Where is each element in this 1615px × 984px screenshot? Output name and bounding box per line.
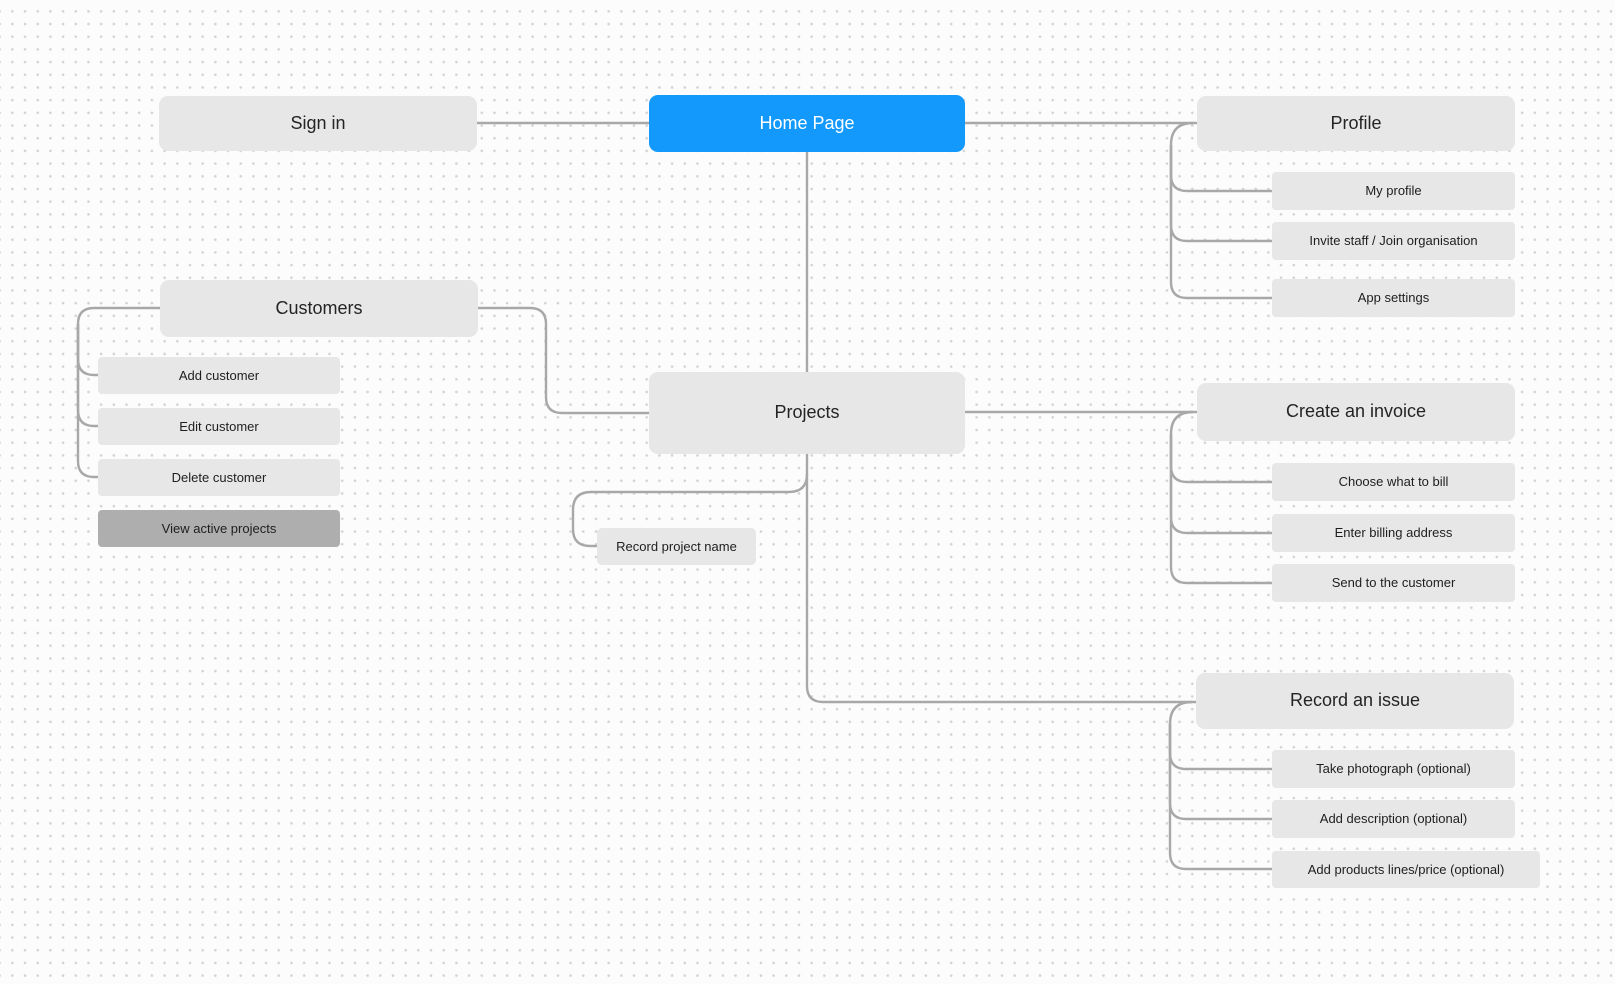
node-view-active-projects[interactable]: View active projects: [98, 510, 340, 547]
node-customers[interactable]: Customers: [160, 280, 478, 337]
node-record-project-name-label: Record project name: [616, 538, 737, 554]
node-record-an-issue[interactable]: Record an issue: [1196, 673, 1514, 729]
node-profile[interactable]: Profile: [1197, 96, 1515, 151]
connector-invoice-send: [1169, 434, 1272, 585]
node-projects-label: Projects: [774, 402, 840, 423]
node-home-page[interactable]: Home Page: [649, 95, 965, 152]
node-app-settings-label: App settings: [1357, 290, 1430, 306]
node-enter-billing-address[interactable]: Enter billing address: [1272, 514, 1515, 552]
node-add-customer-label: Add customer: [178, 367, 260, 383]
node-add-products-lines-label: Add products lines/price (optional): [1307, 861, 1505, 877]
node-customers-label: Customers: [275, 297, 363, 318]
node-my-profile-label: My profile: [1365, 183, 1422, 199]
node-create-an-invoice[interactable]: Create an invoice: [1197, 383, 1515, 441]
node-create-an-invoice-label: Create an invoice: [1285, 401, 1427, 422]
node-send-to-the-customer-label: Send to the customer: [1331, 575, 1456, 591]
connector-invoice-billing: [1169, 434, 1272, 535]
node-choose-what-to-bill-label: Choose what to bill: [1338, 474, 1449, 490]
connector-projects-issue: [805, 454, 1196, 704]
node-sign-in[interactable]: Sign in: [159, 96, 477, 151]
node-choose-what-to-bill[interactable]: Choose what to bill: [1272, 463, 1515, 501]
node-add-customer[interactable]: Add customer: [98, 357, 340, 394]
node-edit-customer-label: Edit customer: [179, 418, 259, 434]
node-add-products-lines[interactable]: Add products lines/price (optional): [1272, 851, 1540, 888]
node-delete-customer-label: Delete customer: [171, 469, 267, 485]
node-take-photograph[interactable]: Take photograph (optional): [1272, 750, 1515, 788]
node-enter-billing-address-label: Enter billing address: [1334, 525, 1453, 541]
connector-issue-description: [1168, 724, 1272, 821]
connector-profile-appsettings: [1169, 145, 1272, 300]
node-invite-staff-label: Invite staff / Join organisation: [1309, 233, 1478, 249]
node-record-project-name[interactable]: Record project name: [597, 528, 756, 565]
node-view-active-projects-label: View active projects: [161, 520, 277, 536]
connector-issue-products: [1168, 724, 1272, 871]
node-take-photograph-label: Take photograph (optional): [1316, 761, 1471, 777]
node-home-page-label: Home Page: [759, 112, 855, 133]
node-my-profile[interactable]: My profile: [1272, 172, 1515, 210]
node-add-description[interactable]: Add description (optional): [1272, 800, 1515, 838]
node-invite-staff[interactable]: Invite staff / Join organisation: [1272, 222, 1515, 260]
node-add-description-label: Add description (optional): [1319, 811, 1468, 827]
node-projects[interactable]: Projects: [649, 372, 965, 454]
connector-customers-delete: [76, 324, 98, 479]
node-delete-customer[interactable]: Delete customer: [98, 459, 340, 496]
connector-customers-projects: [478, 306, 649, 415]
node-sign-in-label: Sign in: [290, 112, 346, 133]
node-record-an-issue-label: Record an issue: [1289, 690, 1421, 711]
node-profile-label: Profile: [1330, 112, 1382, 133]
node-edit-customer[interactable]: Edit customer: [98, 408, 340, 445]
node-app-settings[interactable]: App settings: [1272, 279, 1515, 317]
connector-profile-invite: [1169, 145, 1272, 243]
node-send-to-the-customer[interactable]: Send to the customer: [1272, 564, 1515, 602]
connector-customers-edit: [76, 324, 98, 428]
